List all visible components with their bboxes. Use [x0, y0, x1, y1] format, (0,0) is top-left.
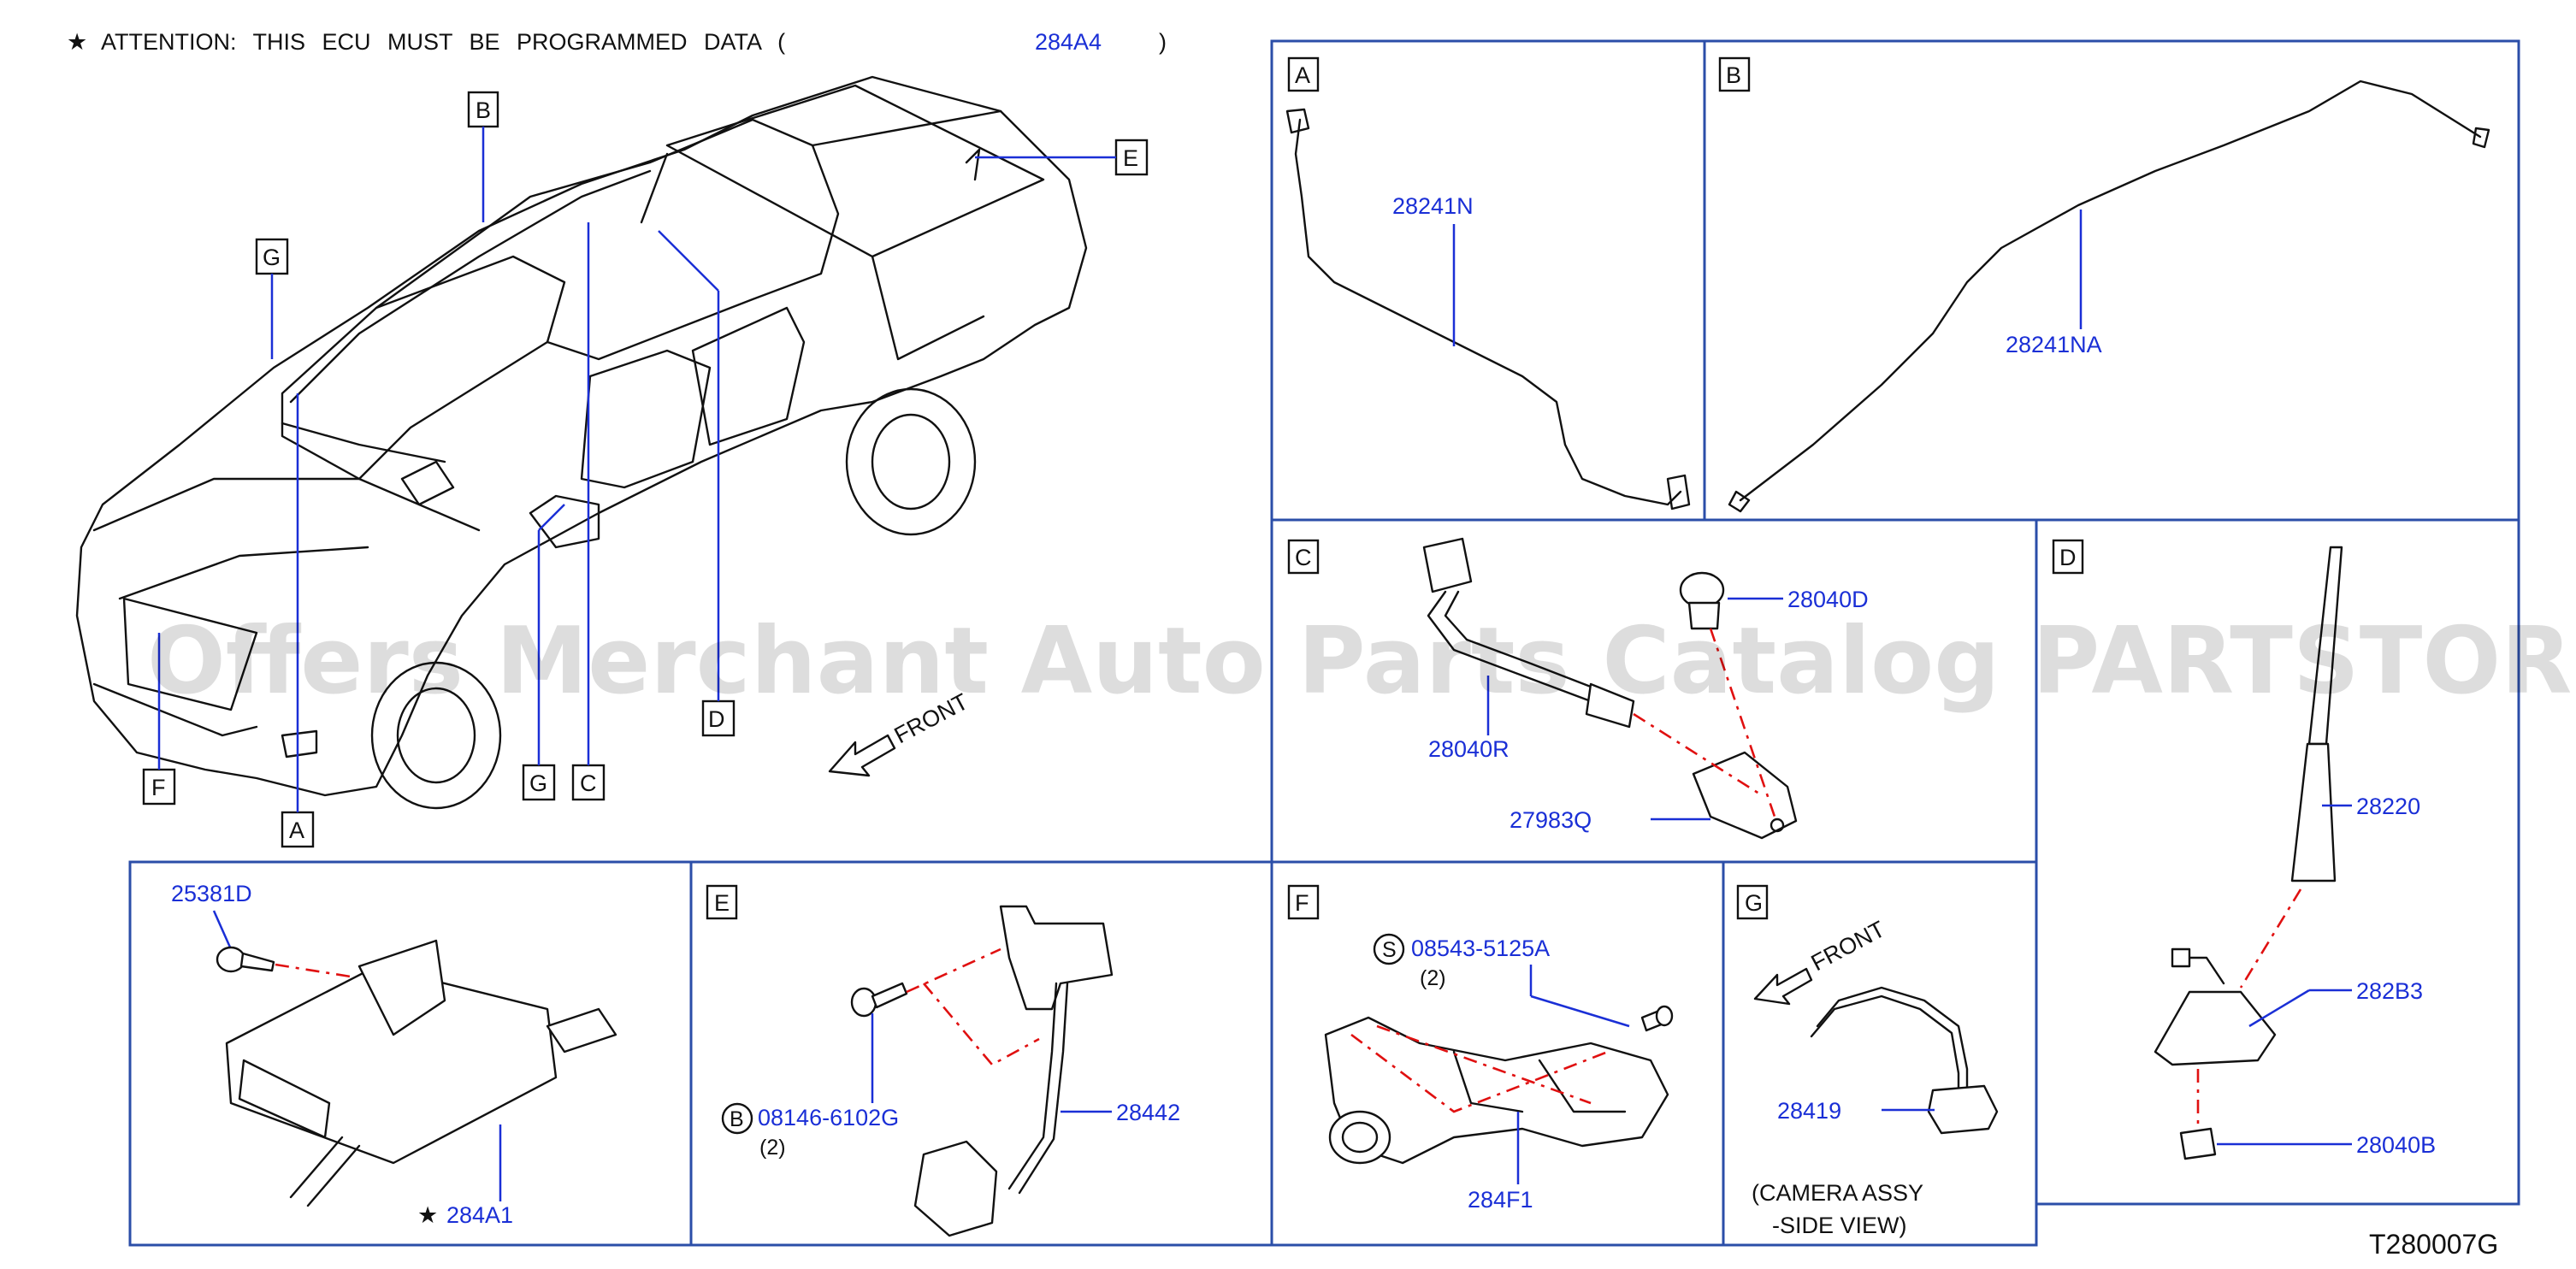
panel-g: G FRONT 28419 (CAMERA ASSY -SIDE VIEW) [1736, 884, 1999, 1238]
panel-e-bolt-symbol: B [730, 1107, 744, 1131]
panel-g-letter: G [1745, 890, 1763, 916]
attention-text: ATTENTION: THIS ECU MUST BE PROGRAMMED D… [101, 29, 785, 55]
panel-d: D 28220 282B3 28040B [2052, 539, 2436, 1160]
panel-c-part-antenna: 28040D [1787, 587, 1869, 612]
panel-a-letter: A [1295, 62, 1310, 88]
panel-b-letter: B [1726, 62, 1741, 88]
panel-g-note-line1: (CAMERA ASSY [1752, 1180, 1923, 1206]
panel-g-front-label: FRONT [1807, 916, 1889, 976]
panel-a-part: 28241N [1392, 193, 1474, 219]
panel-g-part: 28419 [1777, 1098, 1841, 1124]
attention-close: ) [1159, 29, 1167, 55]
drawing-code: T280007G [2369, 1229, 2498, 1260]
panel-c-part-cable: 28040R [1428, 736, 1510, 762]
overview-label-d: D [708, 706, 725, 732]
overview-label-c: C [580, 770, 597, 796]
panel-f-letter: F [1295, 890, 1309, 916]
panel-e-qty: (2) [759, 1136, 786, 1160]
attention-code: 284A4 [1035, 29, 1102, 55]
panel-g-note-line2: -SIDE VIEW) [1772, 1213, 1907, 1238]
panel-f-screw-symbol: S [1382, 938, 1397, 962]
overview-callouts: B G E D C G A F [142, 91, 1149, 848]
overview-label-f: F [151, 775, 166, 800]
panel-d-part-nut: 28040B [2356, 1132, 2436, 1158]
overview-label-g-top: G [263, 245, 281, 270]
overview-label-b: B [476, 97, 491, 123]
ecu-part: 284A1 [446, 1202, 513, 1228]
panel-d-letter: D [2059, 545, 2077, 570]
panel-d-part-base: 282B3 [2356, 978, 2423, 1004]
ecu-star: ★ [417, 1202, 438, 1228]
panel-f-part-camera: 284F1 [1468, 1187, 1533, 1213]
watermark-text: Offers Merchant Auto Parts Catalog PARTS… [147, 608, 2576, 715]
panel-f-qty: (2) [1420, 966, 1446, 990]
panel-c: C 28040D 28040R 27983Q [1287, 537, 1869, 840]
panel-frames [128, 39, 2520, 1247]
truck-overview [75, 75, 1088, 810]
panel-e-part-bolt: 08146-6102G [758, 1105, 899, 1130]
panel-b: B 28241NA [1718, 56, 2490, 513]
panel-f: F S 08543-5125A (2) 284F1 [1287, 884, 1674, 1213]
overview-label-a: A [289, 817, 304, 843]
panel-f-part-screw: 08543-5125A [1411, 936, 1550, 961]
panel-ecu: 25381D ★ 284A1 [171, 881, 617, 1228]
panel-b-part: 28241NA [2006, 332, 2102, 357]
panel-e: E B 08146-6102G (2) 28442 [706, 884, 1180, 1237]
ecu-part-bolt: 25381D [171, 881, 252, 906]
attention-star: ★ [67, 29, 87, 55]
panel-c-letter: C [1295, 545, 1312, 570]
panel-c-part-bracket: 27983Q [1510, 807, 1592, 833]
panel-e-letter: E [714, 890, 730, 916]
panel-e-part-sensor: 28442 [1116, 1100, 1180, 1125]
overview-label-e: E [1123, 145, 1138, 171]
panel-d-part-rod: 28220 [2356, 794, 2420, 819]
panel-a: A 28241N [1285, 56, 1691, 511]
overview-label-g-bottom: G [529, 770, 547, 796]
